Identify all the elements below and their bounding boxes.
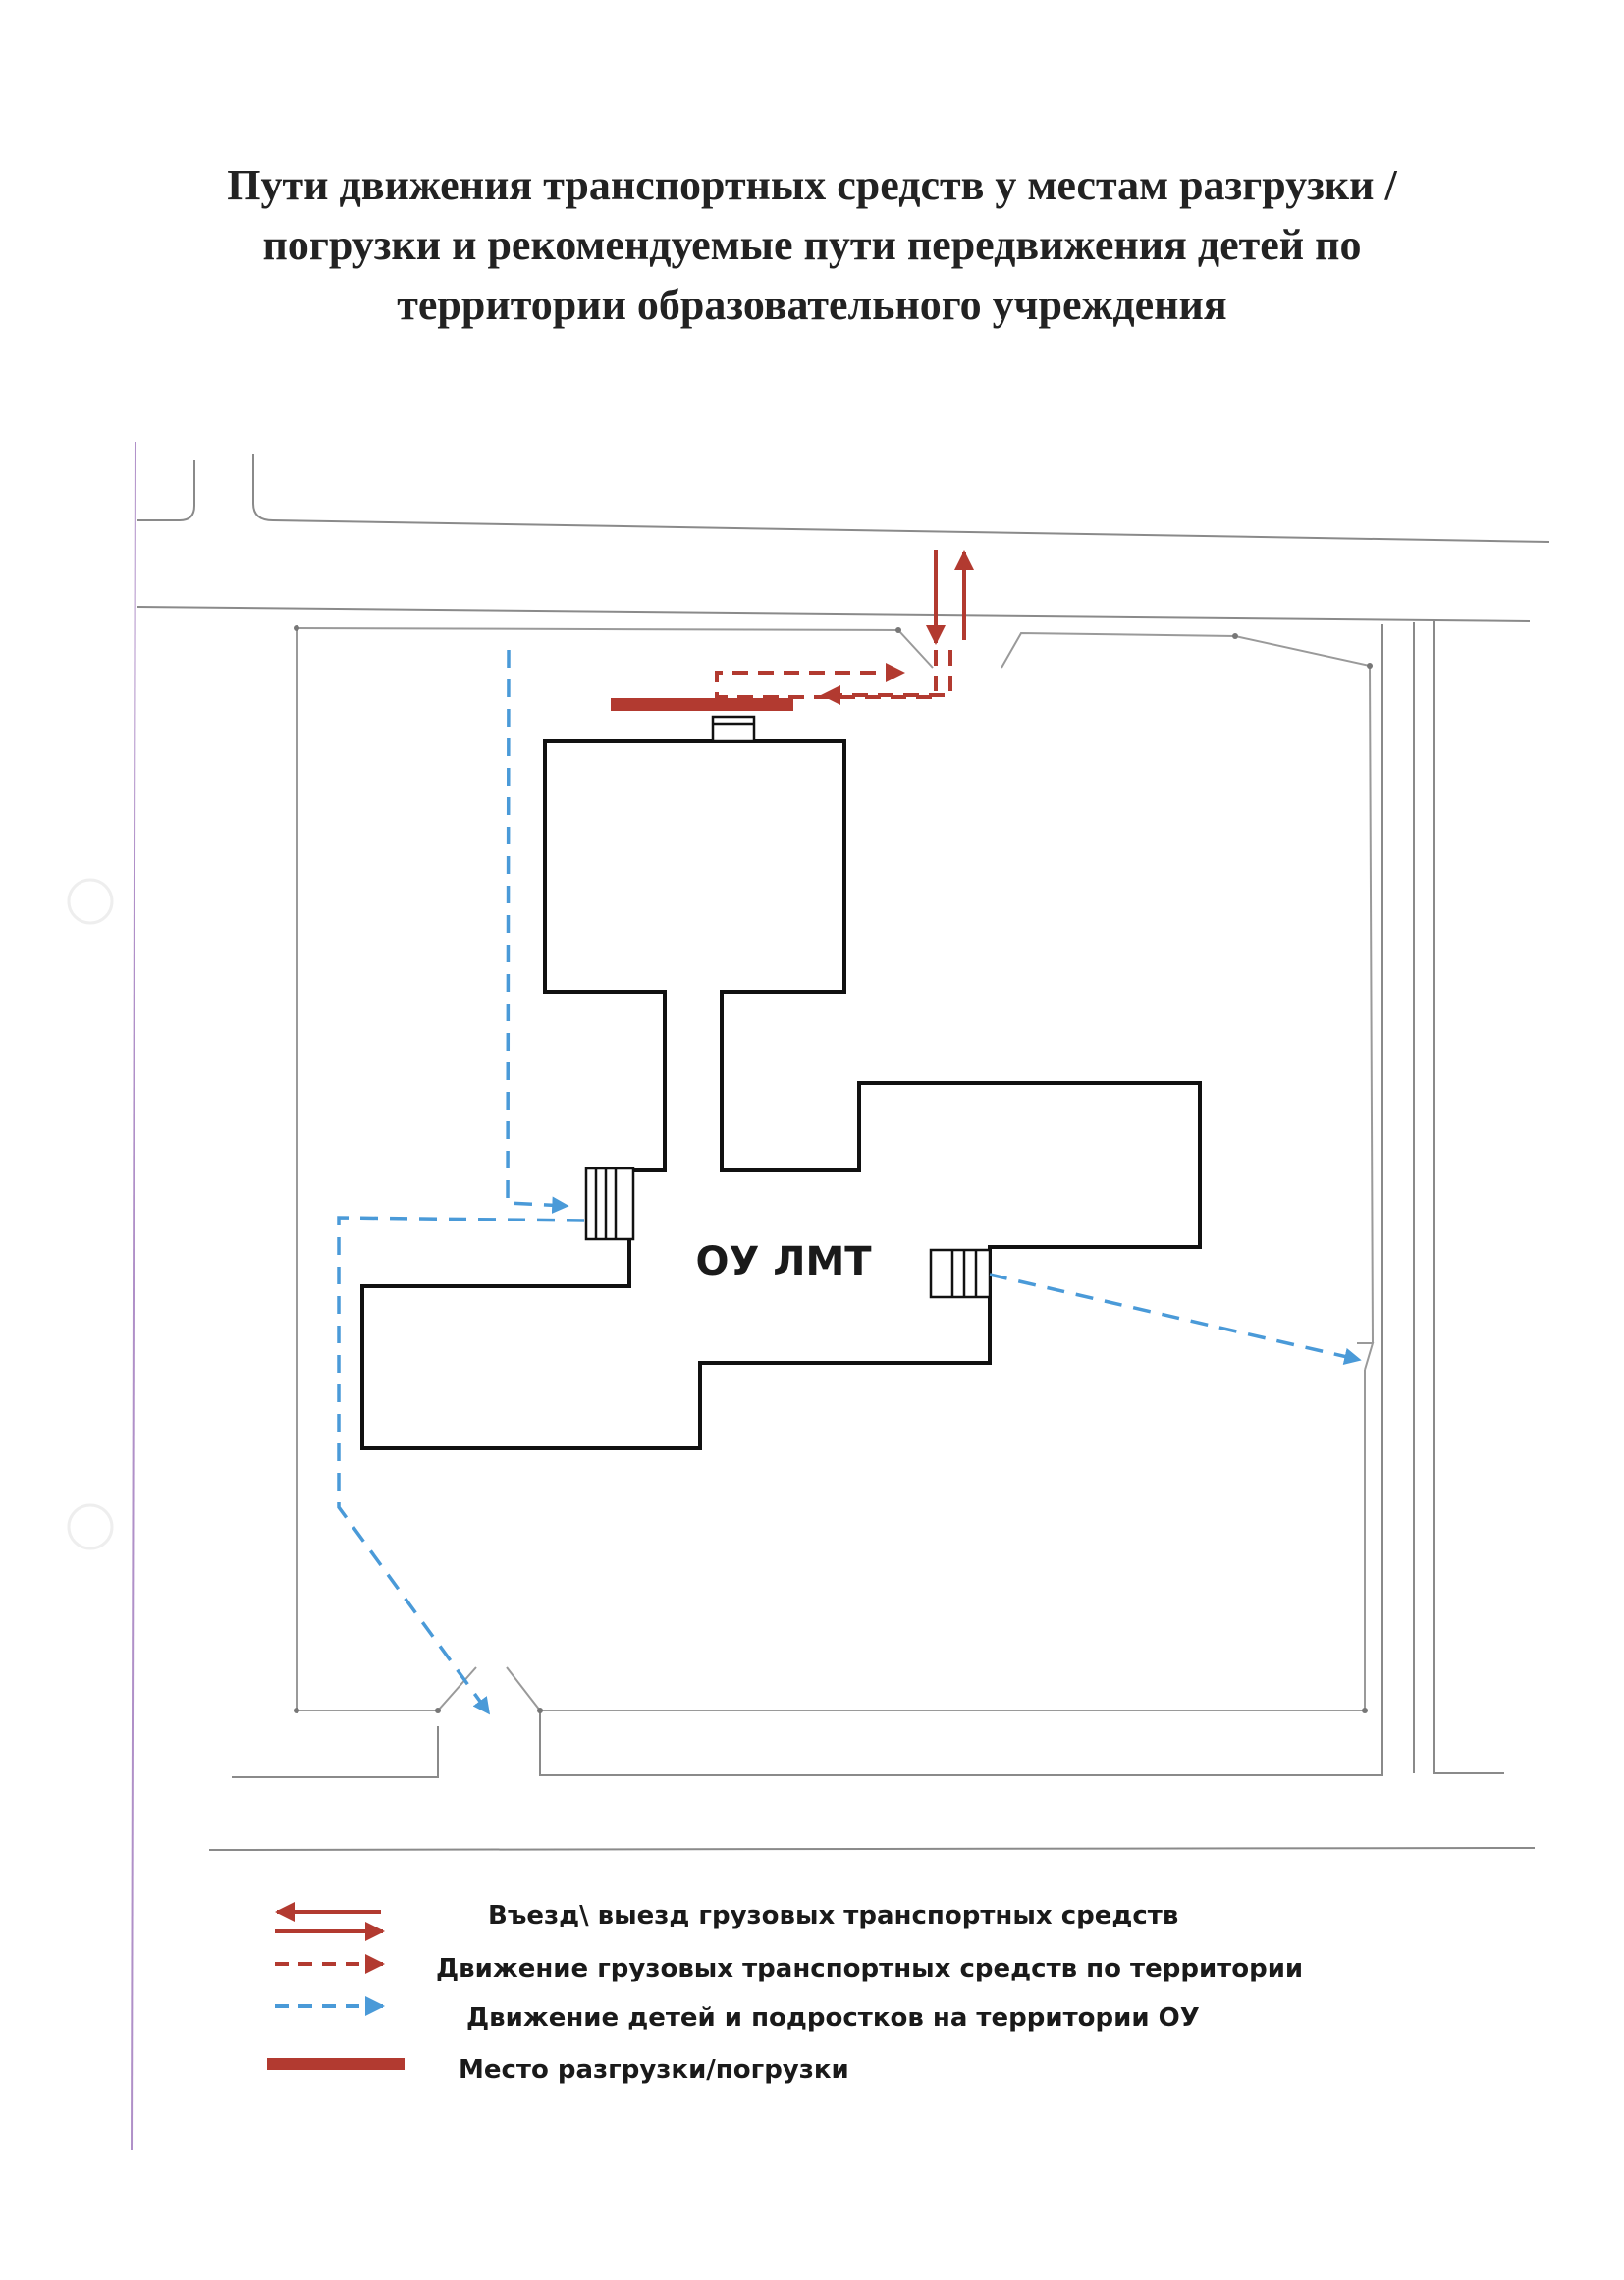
- margin-line: [131, 441, 136, 2151]
- truck-entry-exit-arrows: [926, 550, 974, 645]
- legend-label-truck-movement: Движение грузовых транспортных средств п…: [436, 1954, 1303, 1983]
- building: [360, 739, 1202, 1450]
- streets: [136, 454, 1550, 1851]
- entrance-west: [584, 1167, 635, 1241]
- unloading-place: [611, 698, 793, 711]
- legend-truck-entry-exit-icon: [275, 1902, 385, 1941]
- legend-unloading-place-icon: [267, 2058, 405, 2070]
- legend-label-truck-entry-exit: Въезд\ выезд грузовых транспортных средс…: [488, 1901, 1178, 1930]
- title-line-3: территории образовательного учреждения: [397, 281, 1227, 329]
- building-label: ОУ ЛМТ: [695, 1239, 872, 1284]
- entrance-north: [711, 715, 756, 743]
- title-line-1: Пути движения транспортных средств у мес…: [227, 161, 1397, 209]
- legend: Въезд\ выезд грузовых транспортных средс…: [267, 1901, 1303, 2085]
- children-movement-paths: [337, 649, 1362, 1715]
- fence-posts: [294, 625, 1373, 1713]
- title-line-2: погрузки и рекомендуемые пути передвижен…: [262, 221, 1362, 269]
- entrance-east: [929, 1248, 992, 1299]
- punch-hole: [67, 1503, 114, 1550]
- legend-label-unloading-place: Место разгрузки/погрузки: [459, 2055, 849, 2085]
- legend-label-children-movement: Движение детей и подростков на территори…: [466, 2003, 1200, 2033]
- truck-movement-paths: [715, 650, 952, 705]
- page-title: Пути движения транспортных средств у мес…: [98, 155, 1526, 335]
- punch-hole: [67, 878, 114, 925]
